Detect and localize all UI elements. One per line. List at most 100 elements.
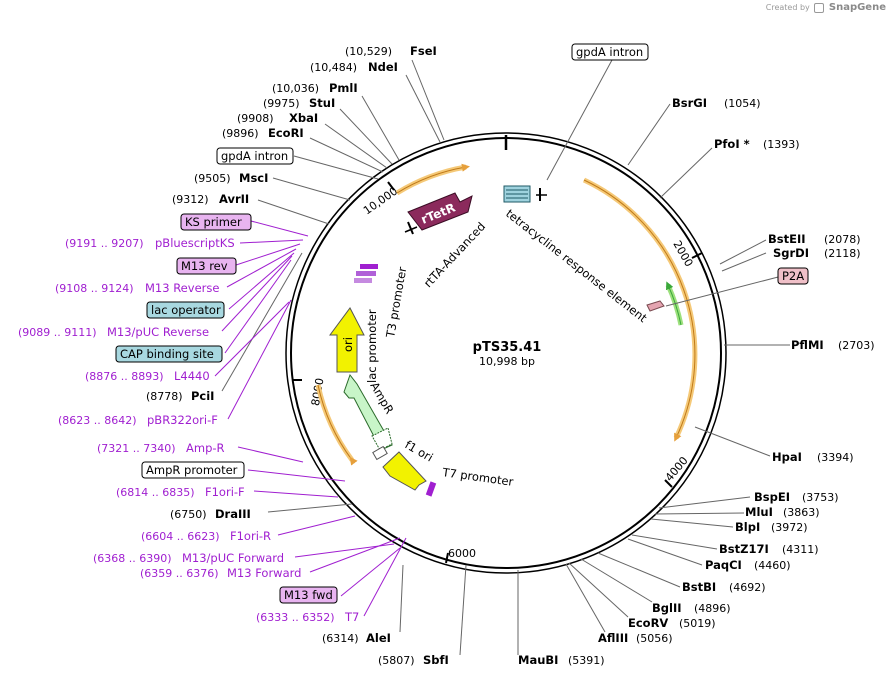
enzyme-pos: (9505) <box>194 172 231 185</box>
primer-name: F1ori-F <box>205 485 245 499</box>
gpda-intron-top-label: gpdA intron <box>576 45 643 59</box>
enzyme-pos: (9908) <box>237 112 274 125</box>
enzyme-name: HpaI <box>772 450 802 464</box>
enzyme-name: PaqCI <box>705 558 742 572</box>
backbone-inner <box>285 132 727 574</box>
enzyme-name: BstEII <box>768 232 806 246</box>
enzyme-name: AflIII <box>598 631 628 645</box>
enzyme-labels-left: (10,529) FseI (10,484) NdeI (10,036) Pml… <box>146 44 449 667</box>
rtetr-feature: rTetR <box>404 192 473 235</box>
enzyme-name: StuI <box>309 96 335 110</box>
plasmid-length: 10,998 bp <box>479 355 535 368</box>
enzyme-pos: (3753) <box>802 491 839 504</box>
primer-pos: (7321 .. 7340) <box>97 442 176 455</box>
enzyme-pos: (2078) <box>824 233 861 246</box>
primer-name: T7 <box>344 610 359 624</box>
ori-feature: ori <box>329 307 365 373</box>
plasmid-name: pTS35.41 <box>473 340 542 355</box>
enzyme-leaders <box>221 59 790 656</box>
enzyme-pos: (3863) <box>783 506 820 519</box>
lac-operator-label: lac operator <box>151 303 221 317</box>
primer-pos: (8623 .. 8642) <box>58 414 137 427</box>
rtta-label: rtTA-Advanced <box>421 219 488 290</box>
tre-label: tetracycline response element <box>503 206 650 325</box>
primer-leaders <box>214 220 407 617</box>
enzyme-name: SgrDI <box>773 246 809 260</box>
enzyme-pos: (10,036) <box>272 82 319 95</box>
ks-primer-label: KS primer <box>185 215 242 229</box>
primer-name: M13/pUC Reverse <box>107 325 209 339</box>
primer-pos: (9089 .. 9111) <box>18 326 97 339</box>
primer-labels: (9191 .. 9207) pBluescriptKS (9108 .. 91… <box>18 236 359 624</box>
enzyme-name: MauBI <box>518 653 558 667</box>
enzyme-pos: (9975) <box>263 97 300 110</box>
primer-name: Amp-R <box>186 441 225 455</box>
enzyme-pos: (4896) <box>694 602 731 615</box>
enzyme-name: XbaI <box>289 111 318 125</box>
enzyme-pos: (4311) <box>782 543 819 556</box>
gpda-intron-arc <box>395 164 467 196</box>
snapgene-watermark: Created by SnapGene <box>766 2 886 13</box>
enzyme-name: PflMI <box>791 338 824 352</box>
enzyme-labels-right: MauBI (5391) AflIII (5056) EcoRV (5019) … <box>518 96 875 667</box>
ampr-promoter-glyph <box>372 445 388 461</box>
m13-fwd-box <box>279 586 338 604</box>
primer-pos: (6604 .. 6623) <box>141 530 220 543</box>
m13-fwd-label: M13 fwd <box>284 588 333 602</box>
cap-binding-site-label: CAP binding site <box>120 347 214 361</box>
enzyme-pos: (6314) <box>322 632 359 645</box>
primer-pos: (6333 .. 6352) <box>256 611 335 624</box>
enzyme-name: NdeI <box>368 60 398 74</box>
tick-label-6000: 6000 <box>448 547 476 560</box>
enzyme-pos: (4460) <box>754 559 791 572</box>
primer-pos: (9191 .. 9207) <box>65 237 144 250</box>
primer-name: M13 Reverse <box>145 281 219 295</box>
ks-primer-box <box>180 213 252 231</box>
enzyme-pos: (2703) <box>838 339 875 352</box>
p2a-glyph <box>646 300 665 312</box>
lac-promoter-icon <box>354 264 378 283</box>
p2a-box <box>777 267 809 285</box>
primer-name: F1ori-R <box>230 529 271 543</box>
primer-name: pBR322ori-F <box>147 413 218 427</box>
enzyme-name: SbfI <box>423 653 449 667</box>
enzyme-name: PciI <box>191 389 214 403</box>
primer-name: pBluescriptKS <box>155 236 235 250</box>
primer-pos: (8876 .. 8893) <box>85 370 164 383</box>
enzyme-pos: (3394) <box>817 451 854 464</box>
m13-rev-box <box>176 257 237 275</box>
enzyme-name: PmlI <box>329 81 358 95</box>
t7-promoter-label: T7 promoter <box>441 465 515 489</box>
enzyme-name: EcoRI <box>268 126 304 140</box>
cap-binding-site-box <box>115 345 223 363</box>
tre-block-icon <box>503 185 547 203</box>
enzyme-name: BspEI <box>754 490 790 504</box>
enzyme-pos: (5807) <box>378 654 415 667</box>
enzyme-name: FseI <box>410 44 437 58</box>
enzyme-name: MscI <box>239 171 268 185</box>
enzyme-pos: (9896) <box>222 127 259 140</box>
enzyme-name: PfoI * <box>714 137 750 151</box>
t7-promoter-icon <box>425 481 437 497</box>
primer-name: M13 Forward <box>227 566 301 580</box>
enzyme-pos: (5019) <box>679 617 716 630</box>
brand-prefix: Created by <box>765 3 810 12</box>
ampr-feature: AmpR <box>343 373 397 451</box>
snapgene-logo-icon <box>814 2 825 13</box>
gpda-intron-left-label: gpdA intron <box>221 149 288 163</box>
enzyme-pos: (5056) <box>636 632 673 645</box>
enzyme-name: BsrGI <box>672 96 707 110</box>
ori-label: ori <box>341 337 355 352</box>
enzyme-pos: (1054) <box>724 97 761 110</box>
enzyme-name: AleI <box>366 631 391 645</box>
m13-rev-label: M13 rev <box>181 259 228 273</box>
enzyme-name: MluI <box>745 505 773 519</box>
primer-pos: (6814 .. 6835) <box>116 486 195 499</box>
primer-pos: (6368 .. 6390) <box>93 552 172 565</box>
lac-operator-box <box>146 301 225 319</box>
enzyme-name: BstZ17I <box>719 542 769 556</box>
primer-name: M13/pUC Forward <box>182 551 284 565</box>
primer-pos: (9108 .. 9124) <box>55 282 134 295</box>
ampr-promoter-box <box>141 461 245 479</box>
